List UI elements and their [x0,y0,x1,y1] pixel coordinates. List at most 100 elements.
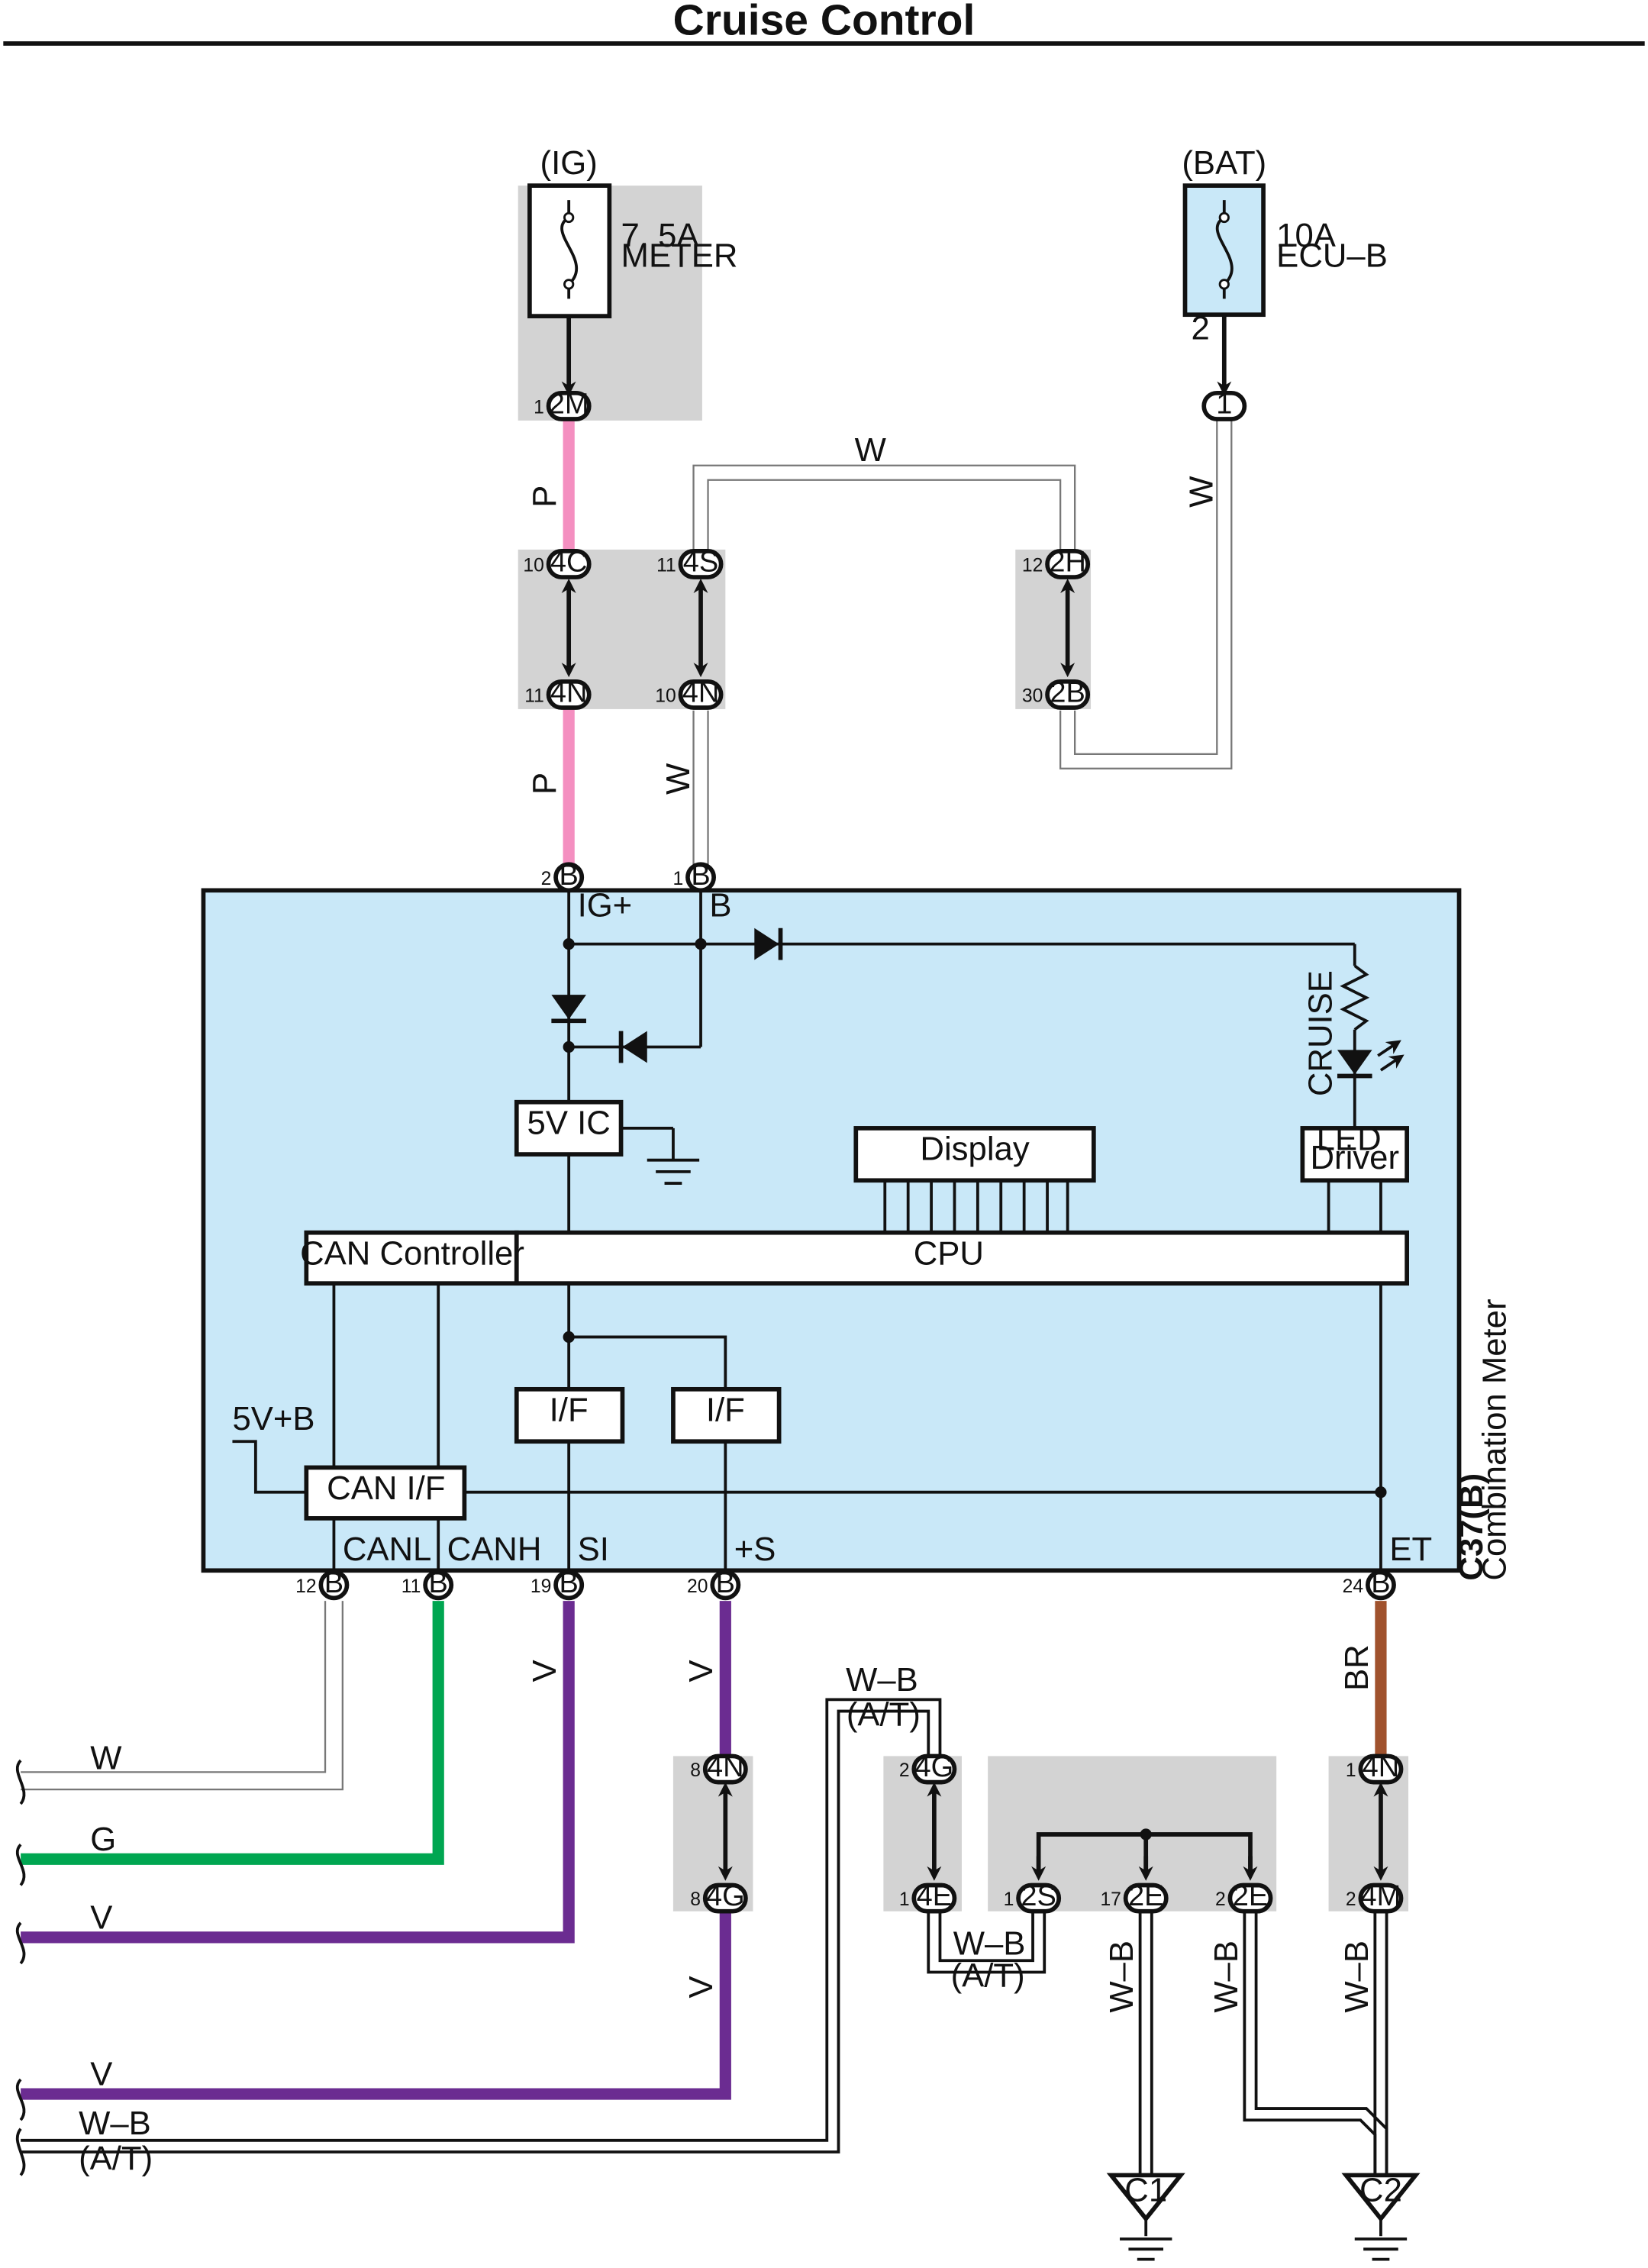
connector-pin: 1 [534,397,544,418]
connector-pin: 17 [1100,1889,1121,1910]
connector-pin: 12 [295,1576,316,1597]
wire-label-w-bat: W [1183,476,1221,508]
connector-pin: 10 [655,686,676,706]
connector-pin: 1 [673,869,684,889]
connector-id: 4N [550,676,588,708]
connector-id: 2H [1049,546,1086,578]
diode-icon [551,928,783,1063]
ground-c1: C1 [1106,2172,1185,2261]
fuse-bat: (BAT) 10A ECU–B 2 [1182,144,1387,347]
wire-breaks [15,1759,26,2176]
connector-b1: B1 [673,860,716,893]
connector-id: B [429,1567,448,1599]
connector-c-4n-c: 4N8 [690,1751,748,1785]
connector-c-2e-b: 2E2 [1215,1880,1273,1914]
connector-id: 1 [1216,388,1232,420]
connector-id: B [324,1567,343,1599]
fuse-ig: (IG) 7. 5A METER [527,144,738,318]
connector-id: 4N [1363,1751,1400,1783]
wire-label-left-v1: V [90,1899,112,1936]
connector-c-2s: 2S1 [1004,1880,1062,1914]
connector-c-2h: 2H 12 [1022,546,1091,579]
connector-pin: 2 [541,869,552,889]
wire-label-wb-4m: W–B [1338,1941,1375,2013]
connector-id: 4G [706,1880,745,1912]
connector-c-4m: 4M2 [1346,1880,1404,1914]
connector-id: B [559,1567,578,1599]
wire-label-left-at: (A/T) [79,2140,153,2177]
component-code: C37(B) [1453,1473,1490,1581]
connector-c-2m: 2M1 [534,388,592,421]
terminal-s: +S [734,1531,776,1568]
connector-pin: 11 [402,1576,421,1597]
connector-c-4n-d: 4N 1 [1346,1751,1404,1785]
wire-purple-s [21,1911,731,2100]
wire-white [21,420,1233,1791]
connector-id: 4N [682,676,720,708]
ground-c2: C2 [1341,2172,1421,2261]
connector-id: 2E [1128,1880,1163,1912]
connector-c-bat1: 1 [1201,388,1247,421]
internal-circuit [232,890,1382,1571]
block-can-controller: CAN Controller [300,1234,524,1272]
connector-pin: 24 [1343,1576,1363,1597]
connector-id: B [691,860,710,892]
wire-label-br: BR [1338,1644,1375,1691]
wire-label-v-s2: V [682,1976,720,1999]
fuse-ig-rating: 7. 5A [621,217,700,254]
wire-purple-si [21,1601,575,1944]
connector-pin: 11 [524,686,544,706]
connector-c-4n-a: 4N 11 [524,676,592,710]
connector-c-4n-b: 4N 10 [655,676,724,710]
ground-c1-label: C1 [1124,2172,1167,2209]
block-led-driver-2: Driver [1311,1139,1400,1176]
fuse-ig-name: METER [621,237,738,275]
wire-label-left-g: G [90,1821,116,1858]
connector-b2: B2 [541,860,585,893]
wire-label-at-top: (A/T) [847,1696,921,1734]
wire-label-wb-2e17: W–B [1103,1941,1140,2013]
block-display: Display [920,1131,1029,1168]
component-name: Combination Meter [1475,1299,1513,1580]
wire-label-left-v2: V [90,2056,112,2093]
fuse-bat-rating: 10A [1276,217,1337,254]
block-led-driver-1: LED [1317,1120,1382,1157]
connector-pin: 1 [899,1889,910,1910]
connector-pin: 19 [531,1576,551,1597]
connector-pin: 2 [899,1760,910,1781]
wire-label-w-top: W [855,431,887,469]
connector-b11: B 11 [402,1567,454,1601]
connector-id: 4M [1361,1880,1401,1912]
connector-id: 4S [683,546,718,578]
connector-id: B [716,1567,735,1599]
wire-label-left-wb: W–B [79,2105,151,2142]
connector-pin: 20 [687,1576,708,1597]
connector-c-4g-b: 4G2 [899,1751,957,1785]
connector-b19: B 19 [531,1567,585,1601]
terminal-b: B [709,887,731,924]
wire-label-v-s: V [682,1660,720,1682]
block-if-2: I/F [706,1392,745,1429]
block-if-1: I/F [550,1392,589,1429]
connector-b12: B 12 [295,1567,350,1601]
connector-c-4g-a: 4G8 [690,1880,748,1914]
connector-b24: B 24 [1343,1567,1396,1601]
wire-label-wb-mid: W–B [953,1925,1026,1963]
connector-id: B [1371,1567,1390,1599]
block-cpu: CPU [914,1234,984,1272]
connector-id: 2M [549,388,589,420]
connector-pin: 12 [1022,555,1043,576]
connector-c-4e: 4E1 [899,1880,957,1914]
connector-pin: 1 [1346,1760,1356,1781]
wire-label-wb-2e2: W–B [1208,1941,1245,2013]
connector-id: 4N [707,1751,744,1783]
fuse-ig-source: (IG) [540,144,598,182]
wire-label-w-b1: W [660,763,697,795]
wire-label-p1: P [526,486,563,508]
wire-wb [21,1698,1388,2176]
fuse-bat-source: (BAT) [1182,144,1266,182]
connector-pin: 30 [1022,686,1043,706]
